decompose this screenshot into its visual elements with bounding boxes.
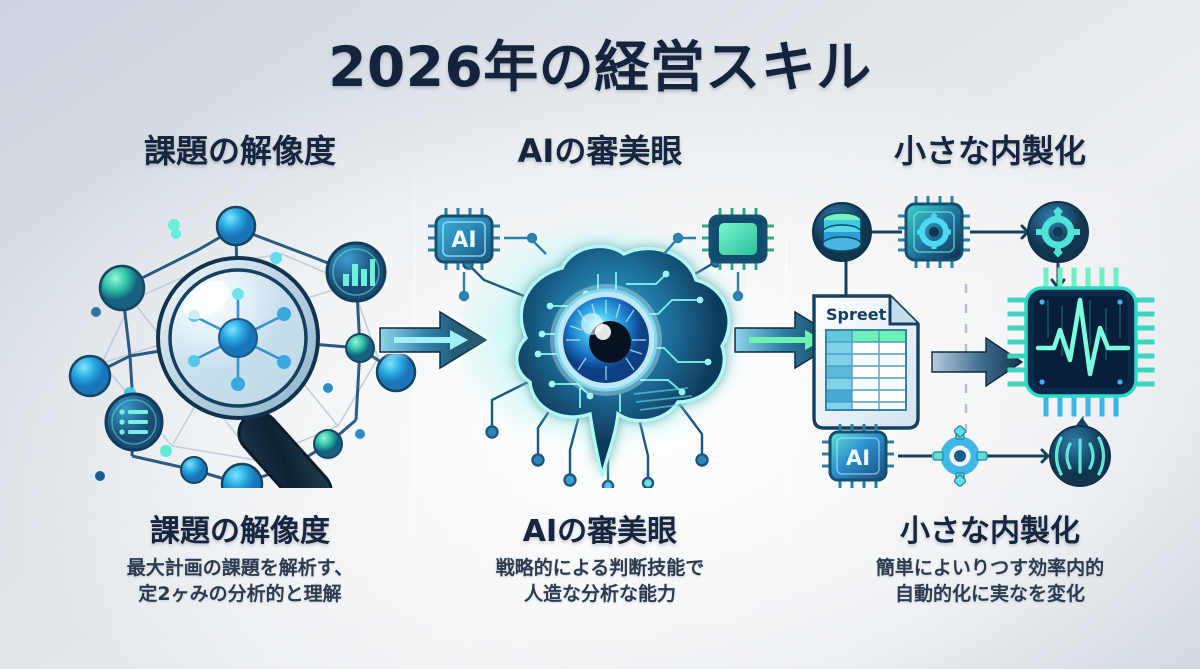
ai-chip-small-label: AI (846, 446, 870, 470)
column-1-footer-line-2: 定2ヶみの分析的と理解 (138, 583, 342, 606)
column-2-footer-title: AIの審美眼 (522, 514, 678, 550)
spreadsheet-icon: Spreet (812, 294, 920, 459)
column-3-footer-line-1: 簡単によいりつす効率内的 (875, 557, 1105, 580)
eye-icon (550, 284, 662, 396)
gear-small-icon (932, 425, 988, 487)
page-title: 2026年の経営スキル (328, 35, 872, 99)
network-node (98, 264, 146, 312)
gear-chip-icon (898, 196, 970, 268)
column-2-footer-line-1: 戦略的による判断技能で (495, 557, 705, 580)
column-2-heading: AIの審美眼 (517, 132, 683, 170)
waveform-chip-icon (1007, 267, 1155, 454)
column-3-footer-title: 小さな内製化 (900, 514, 1080, 550)
ai-chip-label: AI (451, 228, 476, 253)
automation-pipeline-illustration: Spreet (790, 188, 1190, 488)
column-2-footer: AIの審美眼 戦略的による判断技能で 人造な分析な能力 (420, 506, 780, 608)
list-node-icon (104, 392, 164, 452)
column-small-insourcing: 小さな内製化 (790, 126, 1190, 636)
column-1-footer: 課題の解像度 最大計画の課題を解析す、 定2ヶみの分析的と理解 (60, 506, 420, 608)
gear-circle-icon (1027, 201, 1089, 293)
magnifier-lens-icon (156, 256, 320, 420)
column-divider-2 (786, 150, 787, 570)
column-divider-1 (414, 150, 415, 570)
column-2-footer-line-2: 人造な分析な能力 (523, 583, 676, 606)
processor-chip-icon (702, 208, 774, 270)
column-3-footer: 小さな内製化 簡単によいりつす効率内的 自動的化に実なを変化 (790, 506, 1190, 608)
database-icon (812, 202, 872, 262)
column-issue-resolution: 課題の解像度 (60, 126, 420, 636)
column-1-heading: 課題の解像度 (143, 132, 336, 170)
ai-chip-small-icon: AI (822, 424, 894, 488)
bar-chart-node-icon (325, 241, 387, 303)
spreadsheet-label: Spreet (826, 305, 887, 324)
column-3-footer-line-2: 自動的化に実なを変化 (894, 583, 1085, 606)
column-1-footer-line-1: 最大計画の課題を解析す、 (126, 557, 354, 580)
signal-circle-icon (1049, 425, 1111, 487)
column-3-heading: 小さな内製化 (893, 132, 1086, 170)
network-magnifier-illustration (60, 188, 420, 513)
pipeline-arrow-icon (931, 336, 1024, 388)
circuit-brain-eye-illustration: AI (420, 188, 780, 493)
column-1-footer-title: 課題の解像度 (150, 514, 330, 550)
ai-chip-icon: AI (428, 208, 500, 270)
column-ai-discernment: AIの審美眼 (420, 126, 780, 636)
